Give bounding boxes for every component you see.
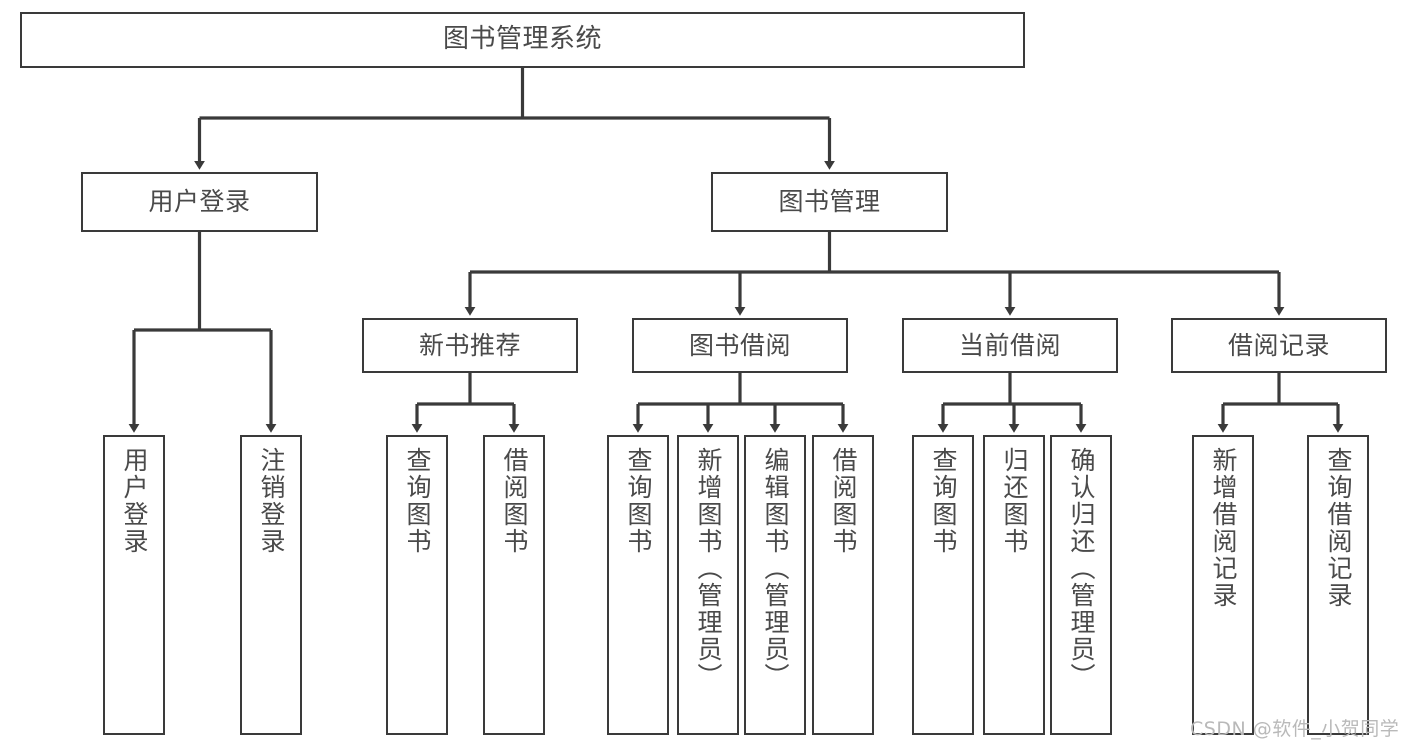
node-leaf-user-login[interactable]: 用户登录 xyxy=(103,435,165,735)
node-leaf-query-book-borrow[interactable]: 查询图书 xyxy=(607,435,669,735)
node-label: 新增借阅记录 xyxy=(1209,447,1238,609)
node-label: 借阅记录 xyxy=(1227,330,1330,360)
node-label: 注销登录 xyxy=(257,447,286,555)
node-label: 借阅图书 xyxy=(829,447,858,555)
node-label: 用户登录 xyxy=(120,447,149,555)
watermark: CSDN @软件_小贺同学 xyxy=(1190,718,1400,740)
node-label: 编辑图书（管理员） xyxy=(761,447,790,690)
node-label: 归还图书 xyxy=(1000,447,1029,555)
node-label: 查询借阅记录 xyxy=(1324,447,1353,609)
node-label: 新增图书（管理员） xyxy=(694,447,723,690)
node-label: 查询图书 xyxy=(403,447,432,555)
node-current-borrow[interactable]: 当前借阅 xyxy=(902,318,1118,373)
node-leaf-borrow-book-rec[interactable]: 借阅图书 xyxy=(483,435,545,735)
node-leaf-query-record[interactable]: 查询借阅记录 xyxy=(1307,435,1369,735)
node-label: 查询图书 xyxy=(929,447,958,555)
node-leaf-add-book[interactable]: 新增图书（管理员） xyxy=(677,435,739,735)
node-book-manage[interactable]: 图书管理 xyxy=(711,172,948,232)
node-label: 查询图书 xyxy=(624,447,653,555)
node-label: 图书管理系统 xyxy=(442,24,602,55)
node-leaf-add-record[interactable]: 新增借阅记录 xyxy=(1192,435,1254,735)
node-label: 图书管理 xyxy=(778,187,881,216)
node-label: 当前借阅 xyxy=(958,330,1061,360)
node-label: 新书推荐 xyxy=(418,330,521,360)
node-label: 借阅图书 xyxy=(500,447,529,555)
node-leaf-query-book-rec[interactable]: 查询图书 xyxy=(386,435,448,735)
node-leaf-return-book[interactable]: 归还图书 xyxy=(983,435,1045,735)
node-leaf-borrow-book[interactable]: 借阅图书 xyxy=(812,435,874,735)
node-leaf-confirm-return[interactable]: 确认归还（管理员） xyxy=(1050,435,1112,735)
node-root-book-management-system[interactable]: 图书管理系统 xyxy=(20,12,1025,68)
node-leaf-edit-book[interactable]: 编辑图书（管理员） xyxy=(744,435,806,735)
node-label: 确认归还（管理员） xyxy=(1067,447,1096,690)
node-user-login[interactable]: 用户登录 xyxy=(81,172,318,232)
node-leaf-query-book-cur[interactable]: 查询图书 xyxy=(912,435,974,735)
node-leaf-logout[interactable]: 注销登录 xyxy=(240,435,302,735)
node-label: 图书借阅 xyxy=(688,330,791,360)
node-label: 用户登录 xyxy=(148,187,251,216)
node-new-book-recommend[interactable]: 新书推荐 xyxy=(362,318,578,373)
node-borrow-record[interactable]: 借阅记录 xyxy=(1171,318,1387,373)
node-book-borrow[interactable]: 图书借阅 xyxy=(632,318,848,373)
